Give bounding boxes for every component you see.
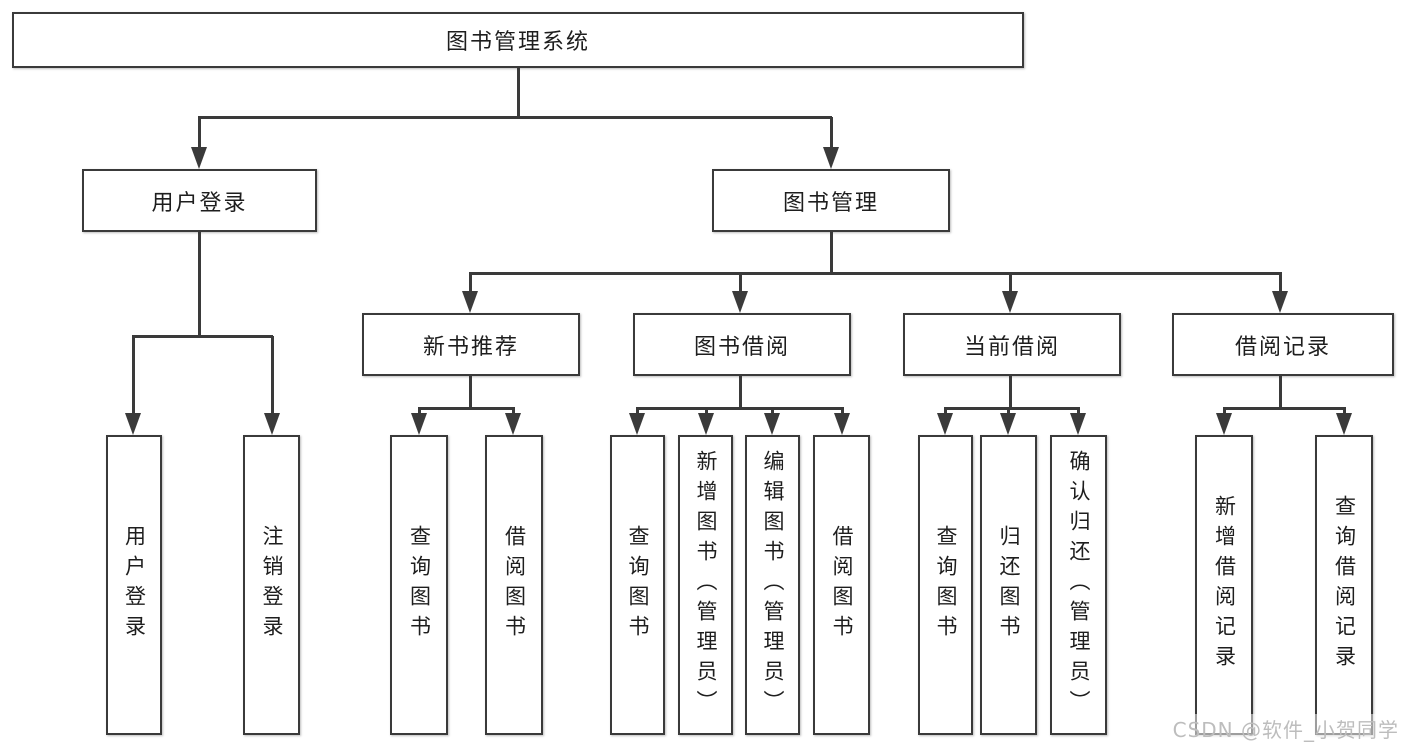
connector-line xyxy=(418,407,421,416)
connector-line xyxy=(198,232,201,336)
arrowhead-down-icon xyxy=(937,413,953,435)
connector-line xyxy=(944,407,1079,410)
arrowhead-down-icon xyxy=(505,413,521,435)
node-user-login: 用户登录 xyxy=(82,169,317,232)
arrowhead-down-icon xyxy=(823,147,839,169)
arrowhead-down-icon xyxy=(462,291,478,313)
connector-line xyxy=(944,407,947,416)
arrowhead-down-icon xyxy=(698,413,714,435)
arrowhead-down-icon xyxy=(629,413,645,435)
leaf-edit-book-admin: 编辑图书（管理员） xyxy=(745,435,800,735)
arrowhead-down-icon xyxy=(1272,291,1288,313)
leaf-add-book-admin: 新增图书（管理员） xyxy=(678,435,733,735)
connector-line xyxy=(469,272,1281,275)
connector-line xyxy=(418,407,514,410)
connector-line xyxy=(517,68,520,117)
connector-line xyxy=(469,376,472,408)
connector-line xyxy=(1009,376,1012,408)
arrowhead-down-icon xyxy=(732,291,748,313)
leaf-user-login: 用户登录 xyxy=(106,435,162,735)
node-borrow-record: 借阅记录 xyxy=(1172,313,1394,376)
arrowhead-down-icon xyxy=(411,413,427,435)
connector-line xyxy=(469,272,472,294)
arrowhead-down-icon xyxy=(764,413,780,435)
connector-line xyxy=(1009,272,1012,294)
arrowhead-down-icon xyxy=(264,413,280,435)
arrowhead-down-icon xyxy=(125,413,141,435)
connector-line xyxy=(1007,407,1010,416)
connector-line xyxy=(198,116,832,119)
connector-line xyxy=(1223,407,1345,410)
leaf-logout: 注销登录 xyxy=(243,435,300,735)
connector-line xyxy=(198,117,201,150)
connector-line xyxy=(1279,272,1282,294)
node-current-borrow: 当前借阅 xyxy=(903,313,1121,376)
node-new-book-recommend: 新书推荐 xyxy=(362,313,580,376)
leaf-query-book-recommend: 查询图书 xyxy=(390,435,448,735)
connector-line xyxy=(1077,407,1080,416)
node-book-borrow: 图书借阅 xyxy=(633,313,851,376)
leaf-add-borrow-record: 新增借阅记录 xyxy=(1195,435,1253,735)
node-root-system: 图书管理系统 xyxy=(12,12,1024,68)
arrowhead-down-icon xyxy=(1336,413,1352,435)
arrowhead-down-icon xyxy=(1216,413,1232,435)
connector-line xyxy=(1223,407,1226,416)
connector-line xyxy=(512,407,515,416)
arrowhead-down-icon xyxy=(834,413,850,435)
leaf-query-book-borrow: 查询图书 xyxy=(610,435,665,735)
arrowhead-down-icon xyxy=(191,147,207,169)
connector-line xyxy=(739,272,742,294)
connector-line xyxy=(1343,407,1346,416)
leaf-confirm-return-admin: 确认归还（管理员） xyxy=(1050,435,1107,735)
connector-line xyxy=(271,336,274,416)
leaf-query-book-current: 查询图书 xyxy=(918,435,973,735)
leaf-query-borrow-record: 查询借阅记录 xyxy=(1315,435,1373,735)
connector-line xyxy=(739,376,742,408)
connector-line xyxy=(132,336,135,416)
connector-line xyxy=(1279,376,1282,408)
connector-line xyxy=(771,407,774,416)
connector-line xyxy=(132,335,273,338)
arrowhead-down-icon xyxy=(1070,413,1086,435)
connector-line xyxy=(705,407,708,416)
arrowhead-down-icon xyxy=(1002,291,1018,313)
leaf-borrow-book-recommend: 借阅图书 xyxy=(485,435,543,735)
node-book-management: 图书管理 xyxy=(712,169,950,232)
connector-line xyxy=(830,232,833,273)
connector-line xyxy=(841,407,844,416)
leaf-borrow-book: 借阅图书 xyxy=(813,435,870,735)
arrowhead-down-icon xyxy=(1000,413,1016,435)
connector-line xyxy=(636,407,639,416)
leaf-return-book: 归还图书 xyxy=(980,435,1037,735)
connector-line xyxy=(636,407,843,410)
watermark: CSDN @软件_小贺同学 xyxy=(1169,714,1402,743)
connector-line xyxy=(830,117,833,150)
